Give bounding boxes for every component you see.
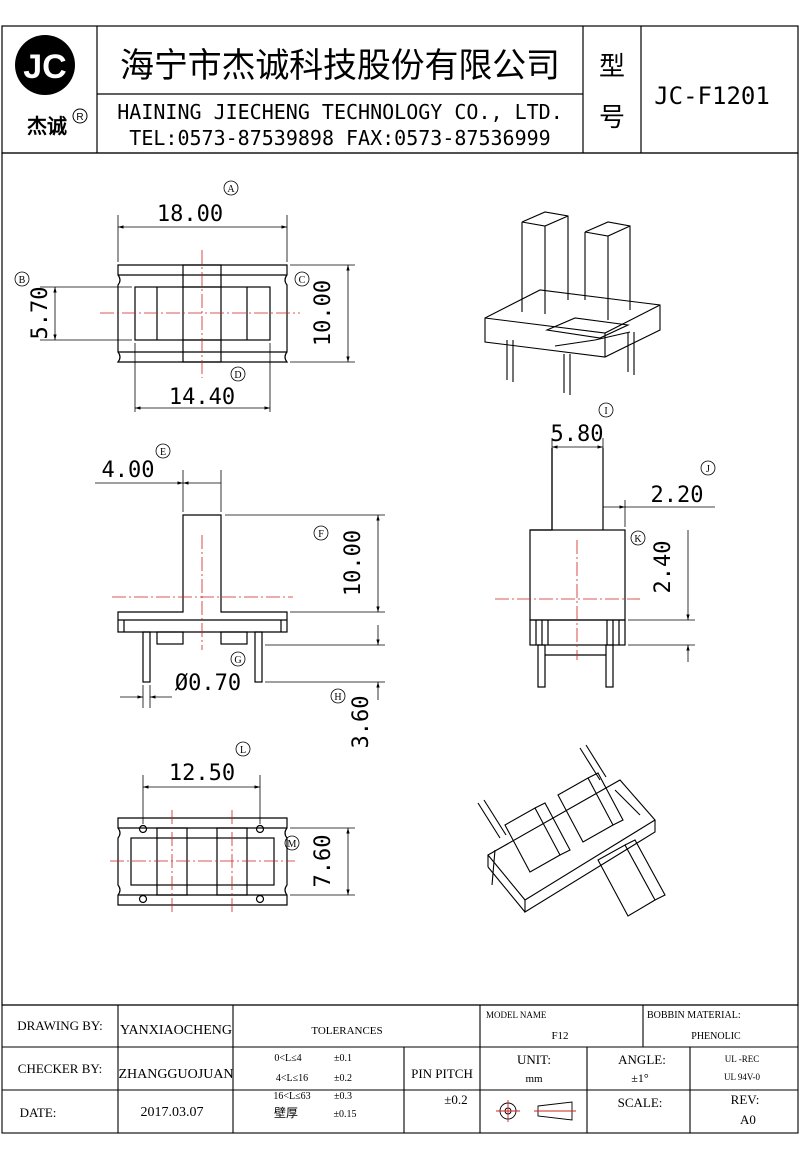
top-view-dims	[40, 215, 355, 412]
bobbin-material-value: PHENOLIC	[691, 1031, 741, 1042]
tol-range-3: 16<L≤63	[273, 1091, 310, 1102]
tag-i: I	[604, 406, 607, 417]
tag-b: B	[19, 275, 26, 286]
company-contact: TEL:0573-87539898 FAX:0573-87536999	[129, 126, 550, 150]
tol-range-1: 0<L≤4	[274, 1053, 301, 1064]
scale-label: SCALE:	[618, 1095, 663, 1110]
dim-l-value: 12.50	[169, 761, 235, 786]
checker-by-label: CHECKER BY:	[18, 1061, 102, 1076]
front-view	[117, 514, 288, 683]
side-view	[529, 448, 626, 688]
dim-b-value: 5.70	[28, 287, 53, 340]
tol-value-3: ±0.3	[334, 1091, 352, 1102]
title-block-frame	[1, 1004, 799, 1134]
front-view-centerlines	[112, 535, 293, 650]
company-name-cn: 海宁市杰诚科技股份有限公司	[120, 46, 560, 86]
dim-h-value: 3.60	[349, 696, 374, 749]
bobbin-material-label: BOBBIN MATERIAL:	[647, 1010, 741, 1021]
date-value: 2017.03.07	[141, 1105, 204, 1120]
tag-k: K	[634, 534, 642, 545]
dim-c-value: 10.00	[311, 280, 336, 346]
tag-m: M	[288, 839, 297, 850]
dim-m-value: 7.60	[311, 835, 336, 888]
part-number: JC-F1201	[654, 82, 770, 110]
model-name-value: F12	[551, 1030, 568, 1042]
company-name-en: HAINING JIECHENG TECHNOLOGY CO., LTD.	[117, 100, 563, 124]
side-view-dims	[551, 438, 715, 662]
front-view-dims	[95, 470, 385, 708]
rev-value: A0	[740, 1112, 756, 1127]
dim-i-value: 5.80	[551, 422, 604, 447]
tag-e: E	[160, 447, 166, 458]
dimension-tags	[14, 180, 716, 851]
logo-text: JC	[23, 48, 66, 86]
tag-j: J	[706, 464, 710, 475]
tolerances-label: TOLERANCES	[311, 1025, 382, 1037]
isometric-view-bottom	[477, 744, 666, 917]
tag-h: H	[334, 692, 341, 703]
bottom-view-centerlines	[110, 810, 295, 915]
drawing-by-value: YANXIAOCHENG	[120, 1023, 232, 1038]
dim-g-value: Ø0.70	[175, 671, 241, 696]
ul-rec: UL -REC	[725, 1054, 759, 1064]
date-label: DATE:	[20, 1105, 57, 1120]
drawing-by-label: DRAWING BY:	[17, 1018, 103, 1033]
pin-pitch-label: PIN PITCH	[411, 1066, 473, 1081]
registered-mark: R	[76, 112, 83, 123]
bottom-view	[117, 817, 288, 906]
tag-a: A	[227, 184, 235, 195]
side-view-centerlines	[495, 540, 640, 660]
tag-l: L	[240, 745, 246, 756]
company-logo: JC 杰诚 R	[15, 35, 88, 138]
drawing-border	[1, 152, 799, 1006]
type-label-1: 型	[599, 52, 625, 82]
dim-d-value: 14.40	[169, 385, 235, 410]
bottom-view-dims	[142, 775, 355, 896]
tol-range-4: 壁厚	[274, 1105, 298, 1120]
ul-94v0: UL 94V-0	[724, 1072, 761, 1082]
tol-value-2: ±0.2	[334, 1073, 352, 1084]
top-view	[116, 264, 289, 363]
tag-g: G	[234, 655, 241, 666]
tag-c: C	[299, 275, 306, 286]
tag-f: F	[318, 529, 324, 540]
type-label-2: 号	[599, 103, 625, 133]
dim-a-value: 18.00	[157, 202, 223, 227]
angle-value: ±1°	[631, 1071, 649, 1085]
dim-j-value: 2.20	[651, 483, 704, 508]
logo-subtitle: 杰诚	[27, 114, 67, 138]
model-name-label: MODEL NAME	[486, 1010, 547, 1020]
tol-range-2: 4<L≤16	[276, 1073, 308, 1084]
projection-symbol-icon	[496, 1100, 576, 1122]
top-view-centerlines	[100, 250, 300, 378]
pin-pitch-value: ±0.2	[444, 1092, 467, 1107]
isometric-view-top	[484, 211, 661, 395]
unit-label: UNIT:	[517, 1052, 551, 1067]
rev-label: REV:	[731, 1092, 760, 1107]
dim-k-value: 2.40	[651, 541, 676, 594]
tol-value-1: ±0.1	[334, 1053, 352, 1064]
unit-value: mm	[525, 1073, 543, 1085]
dim-f-value: 10.00	[341, 530, 366, 596]
checker-by-value: ZHANGGUOJUAN	[118, 1067, 233, 1082]
angle-label: ANGLE:	[618, 1052, 666, 1067]
dim-e-value: 4.00	[102, 458, 155, 483]
tol-value-4: ±0.15	[334, 1109, 357, 1120]
tag-d: D	[234, 370, 241, 381]
